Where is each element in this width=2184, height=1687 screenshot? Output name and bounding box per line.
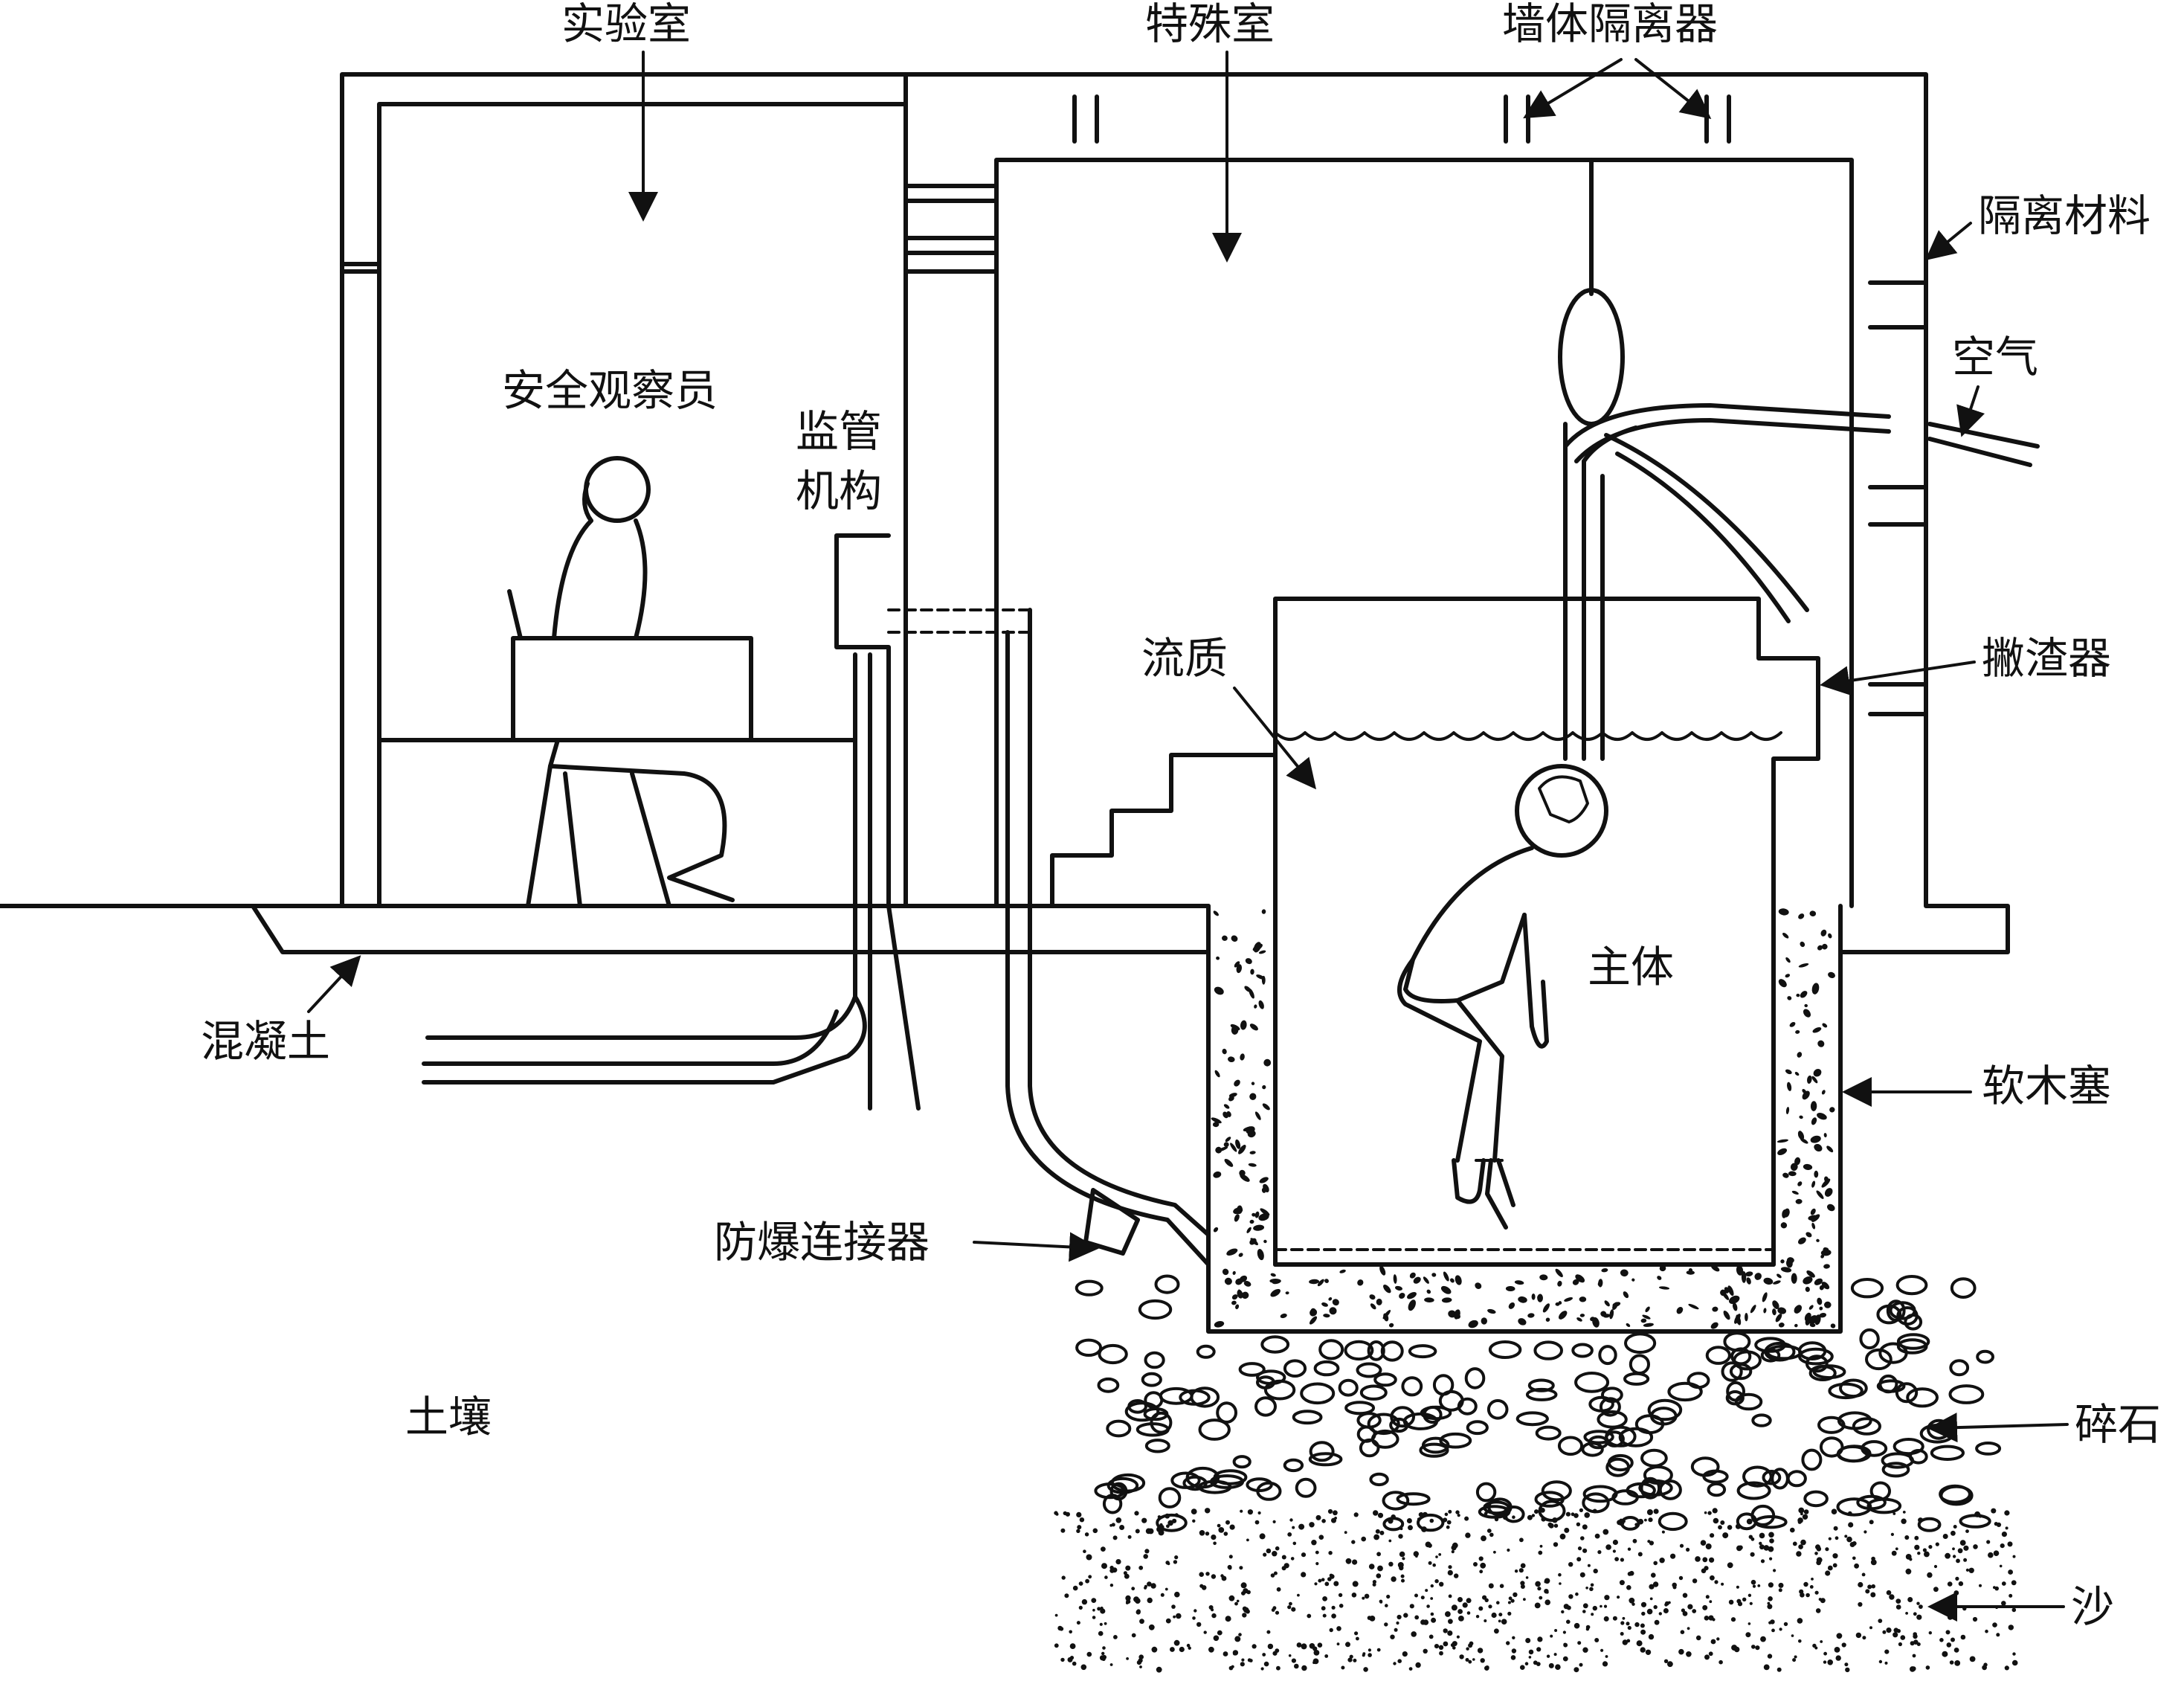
label-cork: 软木塞 (1982, 1061, 2111, 1111)
label-isolation-material: 隔离材料 (1978, 190, 2151, 241)
leader-arrows (307, 51, 2069, 1622)
stairs (1050, 753, 1278, 908)
label-fluid: 流质 (1141, 633, 1228, 684)
fluid-surface (1274, 731, 1782, 741)
regulator-cables (422, 533, 1211, 1267)
label-safety-observer: 安全观察员 (502, 365, 718, 416)
label-concrete: 混凝土 (201, 1016, 330, 1067)
building-walls (340, 72, 2010, 954)
label-gravel: 碎石 (2075, 1399, 2161, 1450)
label-explosion-proof-connector: 防爆连接器 (714, 1217, 930, 1267)
label-soil: 土壤 (405, 1392, 492, 1442)
gravel-bed (1075, 1274, 2002, 1532)
ground-and-concrete (0, 904, 1211, 954)
safety-observer-figure (507, 456, 753, 908)
label-regulator-1: 监管 (796, 406, 882, 457)
label-special-room: 特殊室 (1145, 0, 1275, 49)
tank (1273, 597, 1820, 1267)
sand-bed (1054, 1507, 2018, 1673)
label-lab: 实验室 (561, 0, 691, 49)
label-subject: 主体 (1588, 942, 1674, 992)
label-regulator-2: 机构 (796, 466, 882, 516)
air-hose (1563, 403, 2040, 623)
cork-lining (1206, 904, 1843, 1334)
label-wall-isolator: 墙体隔离器 (1502, 0, 1718, 49)
label-skimmer: 撇渣器 (1982, 633, 2111, 684)
label-air: 空气 (1952, 332, 2038, 382)
label-sand: 沙 (2071, 1581, 2114, 1632)
submerged-subject-figure (1397, 764, 1608, 1230)
